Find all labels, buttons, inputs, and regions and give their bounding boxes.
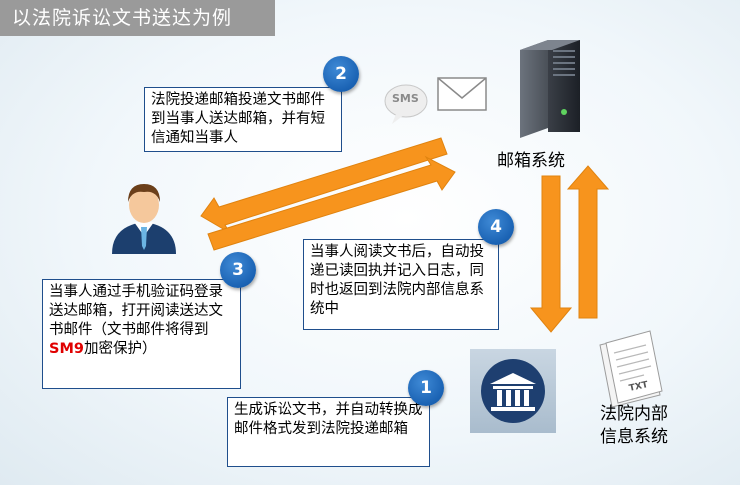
page-title: 以法院诉讼文书送达为例 [0, 0, 275, 36]
step-3-text-after: 加密保护） [83, 341, 157, 357]
step-4-box: 当事人阅读文书后，自动投递已读回执并记入日志，同时也返回到法院内部信息系统中 [303, 239, 499, 330]
step-1-text: 生成诉讼文书，并自动转换成邮件格式发到法院投递邮箱 [234, 402, 423, 437]
sms-bubble-icon [384, 84, 428, 124]
step-3-badge: 3 [220, 252, 256, 288]
mail-system-label: 邮箱系统 [497, 151, 565, 171]
step-2-badge: 2 [323, 56, 359, 92]
step-2-text: 法院投递邮箱投递文书邮件到当事人送达邮箱，并有短信通知当事人 [151, 92, 325, 146]
arrow-person-to-server [207, 155, 456, 251]
step-3-text-before: 当事人通过手机验证码登录送达邮箱，打开阅读送达文书邮件（文书邮件将得到 [49, 284, 223, 338]
step-1-box: 生成诉讼文书，并自动转换成邮件格式发到法院投递邮箱 [227, 397, 430, 467]
envelope-icon [437, 77, 487, 111]
court-building-icon [470, 349, 556, 433]
step-2-box: 法院投递邮箱投递文书邮件到当事人送达邮箱，并有短信通知当事人 [144, 87, 342, 152]
arrow-court-to-server [566, 165, 610, 319]
person-avatar-icon [112, 184, 176, 254]
step-4-text: 当事人阅读文书后，自动投递已读回执并记入日志，同时也返回到法院内部信息系统中 [310, 244, 484, 317]
arrow-server-to-court [529, 175, 573, 333]
court-system-label: 法院内部信息系统 [600, 404, 668, 447]
txt-document-icon [599, 330, 663, 408]
step-1-badge: 1 [408, 370, 444, 406]
step-3-text-highlight: SM9 [49, 341, 84, 357]
step-4-badge: 4 [478, 209, 514, 245]
mail-server-icon [520, 40, 580, 138]
sms-label: SMS [392, 92, 419, 105]
step-3-box: 当事人通过手机验证码登录送达邮箱，打开阅读送达文书邮件（文书邮件将得到 SM9加密… [42, 279, 241, 389]
arrow-server-to-person [200, 137, 448, 234]
